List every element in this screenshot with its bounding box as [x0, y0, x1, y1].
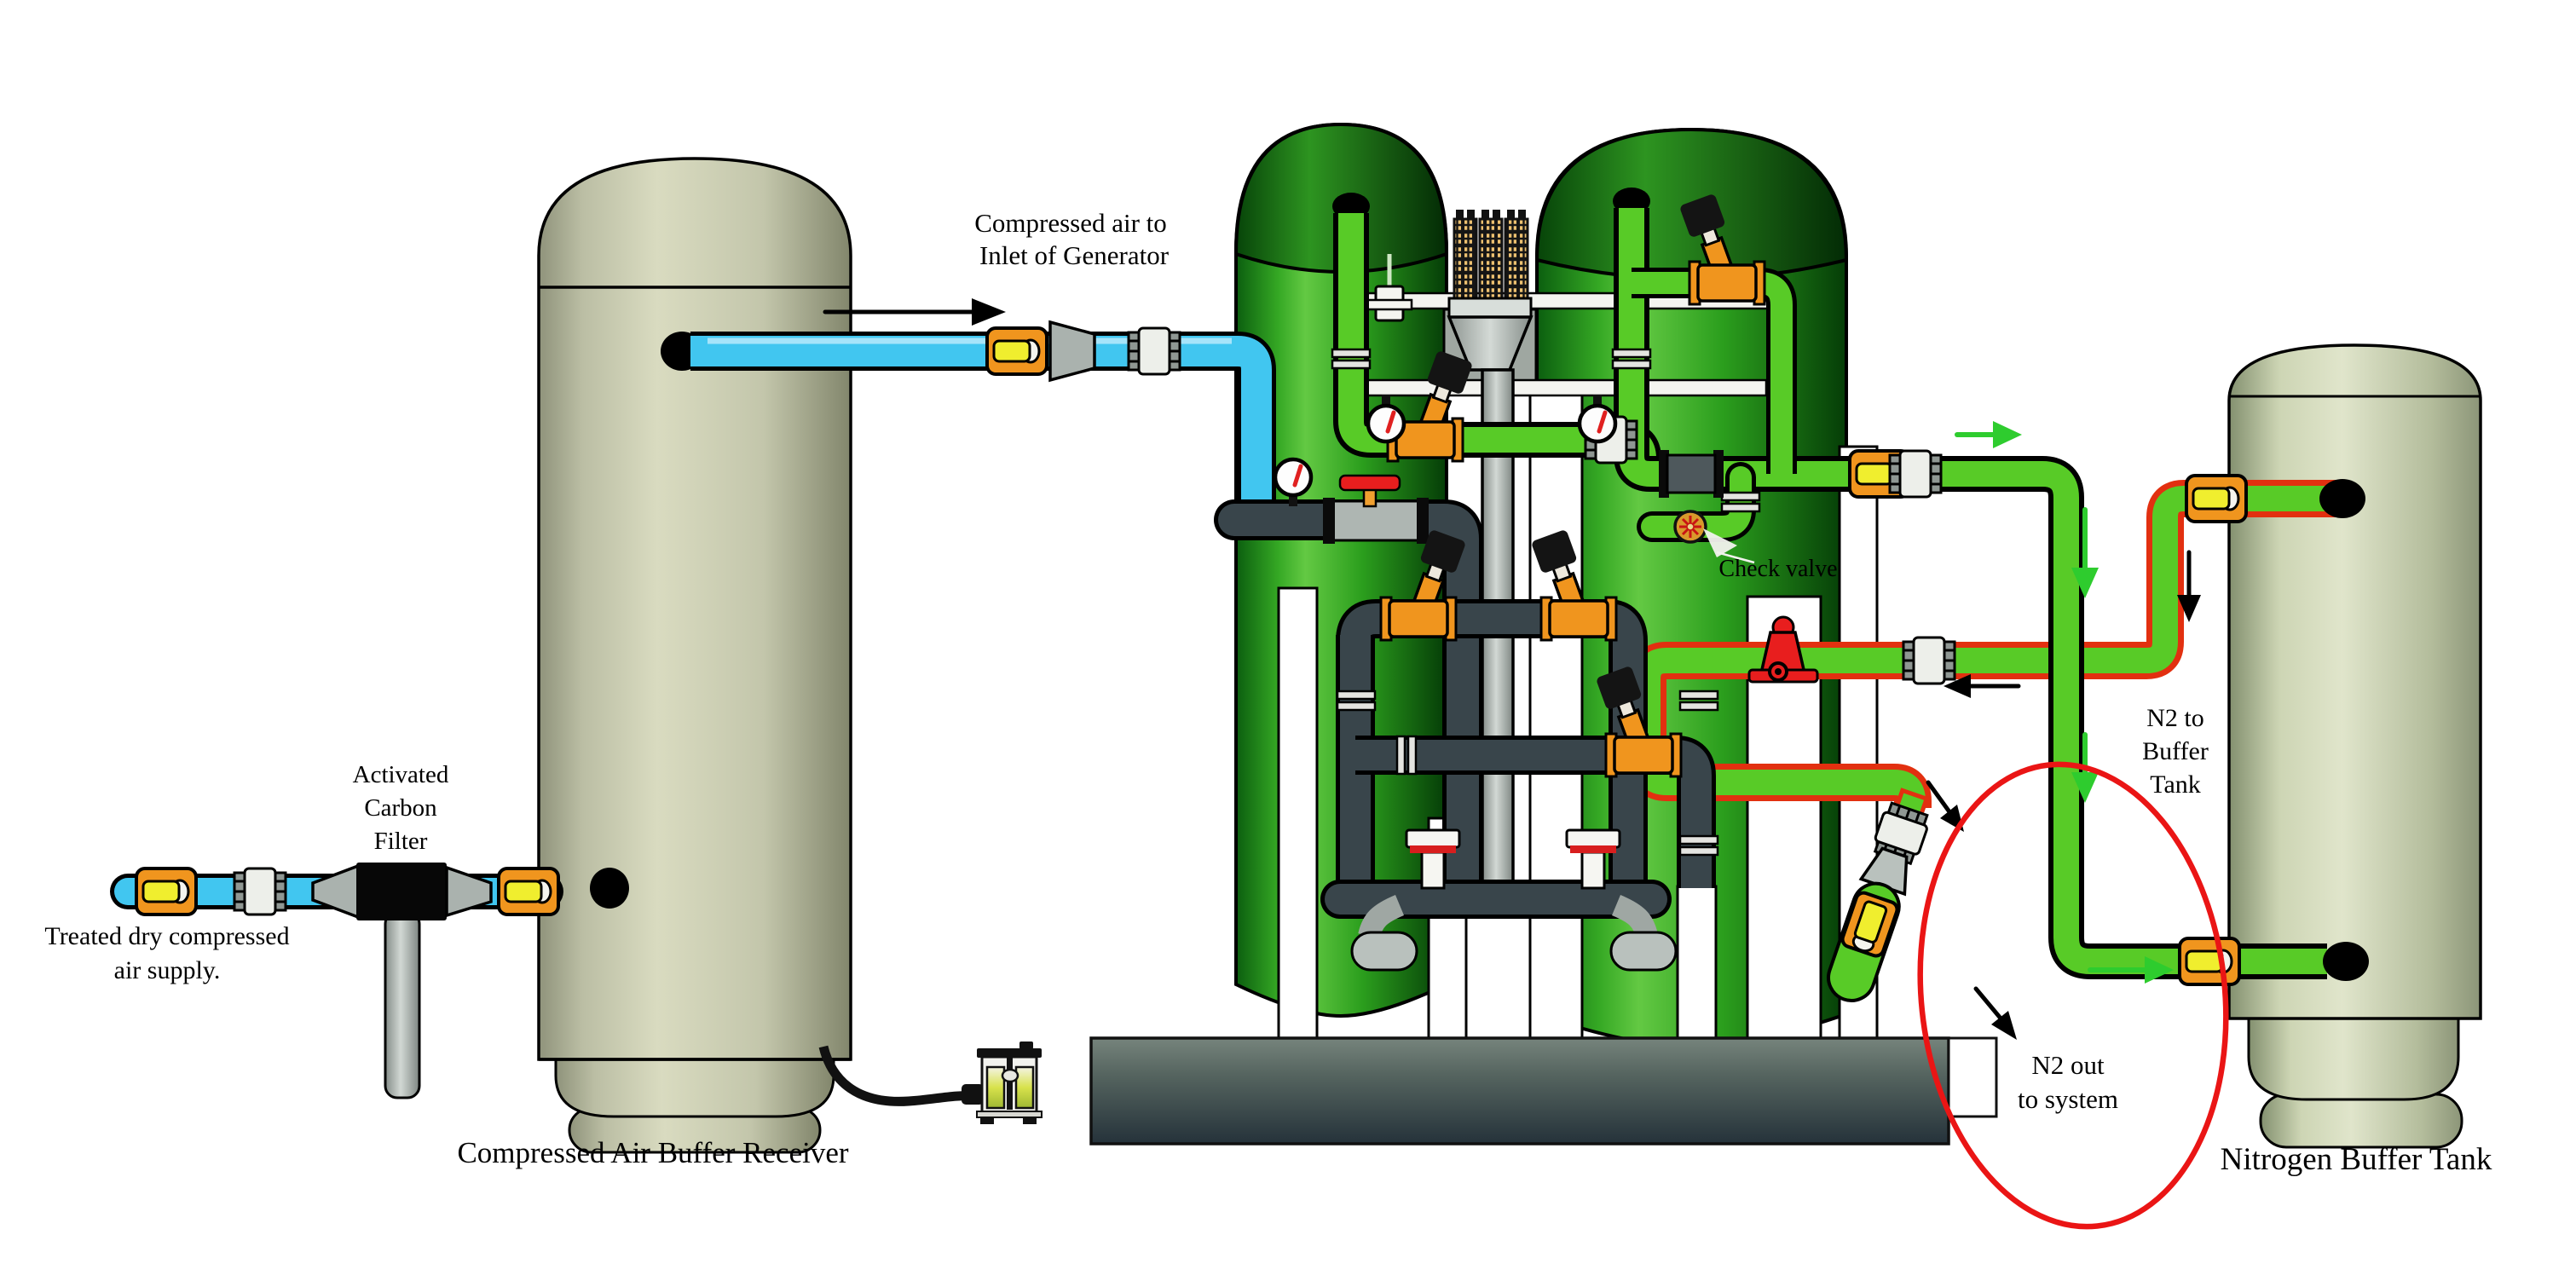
n2-to-buffer-line2: Buffer [2142, 737, 2209, 765]
red-tee-handle [1338, 474, 1401, 492]
supply-note-line2: air supply. [114, 956, 221, 984]
inlet-note-line2: Inlet of Generator [979, 240, 1170, 270]
black-left-arrow-icon [1944, 674, 1971, 698]
filter-drain-pipe [384, 910, 421, 1099]
green-down-arrow-icon [2071, 772, 2099, 803]
check-valve-leader [1703, 528, 1755, 564]
reducer-cone [1048, 320, 1096, 383]
compressed-air-buffer-receiver [537, 157, 852, 1154]
supply-note-line1: Treated dry compressed [44, 922, 289, 950]
tank-bottom-valve [2178, 937, 2241, 986]
tank-top-port [2319, 479, 2365, 518]
receiver-caption: Compressed Air Buffer Receiver [457, 1136, 848, 1169]
tank-top-valve [2185, 474, 2248, 523]
support-bar [1362, 378, 1768, 397]
filter-outlet-valve [497, 867, 560, 916]
n2-delivery-pipe [1629, 474, 2337, 808]
check-valve-icon [1673, 510, 1707, 544]
drain-hose [818, 1045, 979, 1106]
carbon-filter-label-line1: Activated [353, 761, 449, 788]
tank-bottom-port [2323, 942, 2369, 981]
muffler [1350, 931, 1418, 972]
base-skid [1089, 1036, 1998, 1145]
n2-manifold-pipes [1331, 191, 2327, 986]
reducer-cone [445, 865, 493, 918]
black-diag-arrow-icon [1991, 1011, 2017, 1040]
inlet-note-line1: Compressed air to [974, 208, 1167, 238]
n2-to-buffer-line3: Tank [2150, 770, 2201, 799]
carbon-filter-label-line3: Filter [374, 828, 428, 855]
n2-union-fitting [1902, 636, 1956, 685]
n2-outlet-nozzle [1827, 788, 1933, 1002]
n2-out-line1: N2 out [2031, 1050, 2105, 1080]
black-right-arrow-icon [972, 298, 1006, 326]
compressed-air-pipe [690, 320, 1276, 511]
pressure-regulator [1747, 615, 1819, 684]
inlet-union-fitting [233, 867, 287, 916]
exhaust-muffler-blocks [1453, 210, 1529, 302]
check-valve-label: Check valve [1718, 556, 1837, 582]
dark-pipe-network [1214, 459, 1719, 972]
inlet-ball-valve [135, 867, 198, 916]
green-right-arrow-icon [1993, 421, 2022, 448]
nitrogen-tank-caption: Nitrogen Buffer Tank [2221, 1142, 2492, 1177]
air-union-fitting [1127, 326, 1181, 376]
green-right-arrow-icon [2145, 956, 2174, 984]
union-fitting [1888, 449, 1943, 499]
white-arrow-icon [1703, 528, 1737, 557]
activated-carbon-filter [356, 863, 447, 920]
manifold-funnel [1447, 297, 1533, 319]
highlight-ellipse [1917, 761, 2229, 1230]
n2-out-line2: to system [2018, 1084, 2118, 1114]
black-down-arrow-icon [2177, 595, 2201, 622]
ball-valve [1666, 453, 1717, 494]
nitrogen-buffer-tank [2227, 343, 2482, 1149]
carbon-filter-label-line2: Carbon [364, 794, 437, 822]
tank-inlet-port [590, 868, 629, 909]
muffler [1609, 931, 1678, 972]
condensate-drain-unit [818, 1042, 1043, 1124]
air-isolation-valve [985, 326, 1048, 376]
air-inlet-supply-line [110, 863, 563, 1099]
n2-to-buffer-line1: N2 to [2146, 704, 2204, 732]
inlet-ball-valve-body [1328, 499, 1424, 542]
green-down-arrow-icon [2071, 568, 2099, 598]
